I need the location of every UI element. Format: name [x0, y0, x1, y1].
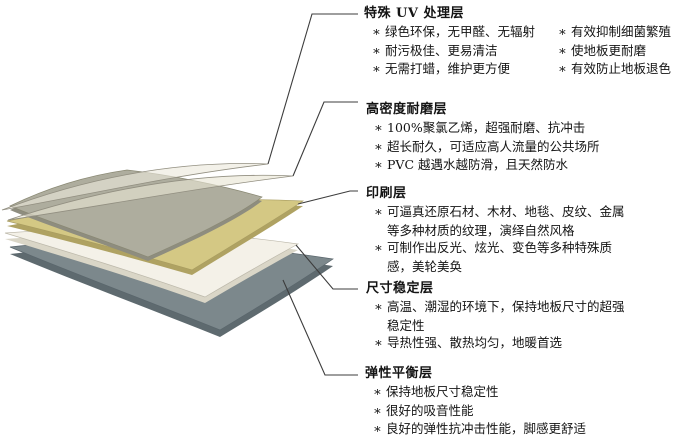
- bullet-text: 等多种材质的纹理，演绎自然风格: [387, 222, 575, 238]
- bullet-item: ∗很好的吸音性能: [373, 402, 586, 421]
- leader-lines: [267, 13, 358, 376]
- star-bullet-icon: ∗: [374, 336, 383, 351]
- section-title: 高密度耐磨层: [366, 102, 448, 117]
- bullet-text: 100%聚氯乙烯，超强耐磨、抗冲击: [387, 120, 586, 135]
- bullet-item: ∗耐污极佳、更易清洁: [372, 42, 558, 61]
- leader-line-uv: [267, 13, 358, 165]
- bullet-text: 绿色环保，无甲醛、无辐射: [385, 24, 536, 39]
- star-bullet-icon: ∗: [558, 43, 567, 59]
- bullet-item: ∗ 无需打蜡，维护更方便: [372, 60, 558, 79]
- star-bullet-icon: ∗: [374, 300, 383, 315]
- leader-line-print: [297, 190, 358, 205]
- bullet-item: ∗超长耐久，可适应高人流量的公共场所: [374, 138, 600, 157]
- star-bullet-icon: ∗: [558, 62, 567, 77]
- star-bullet-icon: ∗: [558, 25, 567, 40]
- bullet-text: 耐污极佳、更易清洁: [385, 42, 498, 58]
- star-bullet-icon: ∗: [372, 25, 381, 40]
- bullet-text: 可制作出反光、炫光、变色等多种特殊质: [387, 240, 613, 255]
- star-bullet-icon: ∗: [374, 241, 383, 256]
- bullet-text: 有效抑制细菌繁殖: [571, 24, 672, 39]
- section-balance-layer: 弹性平衡层 ∗保持地板尺寸稳定性 ∗很好的吸音性能 ∗良好的弹性抗冲击性能，脚感…: [365, 365, 586, 439]
- section-bullets: ∗绿色环保，无甲醛、无辐射 ∗耐污极佳、更易清洁 ∗无需打蜡，维护更方便 ∗有效…: [372, 23, 671, 79]
- bullet-text: 稳定性: [387, 317, 425, 333]
- bullet-item: ∗ 高温、潮湿的环境下，保持地板尺寸的超强: [374, 298, 625, 317]
- bullet-text: 很好的吸音性能: [386, 402, 474, 418]
- bullet-item-continuation: 感，美轮美奂: [374, 258, 625, 276]
- section-title: 特殊 UV 处理层: [364, 6, 464, 21]
- section-bullets: ∗ 高温、潮湿的环境下，保持地板尺寸的超强 稳定性 ∗ 导热性强、散热均匀，地暖首选: [374, 298, 625, 353]
- bullet-item: ∗ 良好的弹性抗冲击性能，脚感更舒适: [373, 420, 586, 439]
- star-bullet-icon: ∗: [374, 121, 383, 136]
- leader-line-stability: [295, 244, 358, 290]
- bullet-item-continuation: 等多种材质的纹理，演绎自然风格: [374, 222, 625, 240]
- section-title: 尺寸稳定层: [366, 281, 434, 296]
- bullet-column-right: ∗有效抑制细菌繁殖 ∗使地板更耐磨 ∗有效防止地板退色: [558, 23, 671, 79]
- bullet-item: ∗ PVC 越遇水越防滑，且天然防水: [374, 156, 600, 175]
- bullet-item: ∗ 保持地板尺寸稳定性: [373, 383, 586, 402]
- bullet-text: 导热性强、散热均匀，地暖首选: [387, 335, 563, 350]
- bullet-item: ∗ 有效防止地板退色: [558, 60, 671, 79]
- star-bullet-icon: ∗: [373, 385, 382, 400]
- bullet-item: ∗ 绿色环保，无甲醛、无辐射: [372, 23, 558, 42]
- bullet-text: 良好的弹性抗冲击性能，脚感更舒适: [386, 421, 587, 436]
- section-title: 印刷层: [366, 186, 407, 201]
- section-print-layer: 印刷层 ∗ 可逼真还原石材、木材、地毯、皮纹、金属 等多种材质的纹理，演绎自然风格…: [366, 185, 625, 275]
- bullet-text: 有效防止地板退色: [571, 61, 672, 76]
- bullet-text: 感，美轮美奂: [387, 258, 463, 274]
- star-bullet-icon: ∗: [374, 139, 383, 155]
- bullet-text: 无需打蜡，维护更方便: [385, 61, 511, 76]
- section-title: 弹性平衡层: [365, 366, 433, 381]
- star-bullet-icon: ∗: [374, 205, 383, 220]
- bullet-column-left: ∗绿色环保，无甲醛、无辐射 ∗耐污极佳、更易清洁 ∗无需打蜡，维护更方便: [372, 23, 558, 79]
- leader-line-balance: [282, 279, 358, 376]
- star-bullet-icon: ∗: [372, 62, 381, 77]
- bullet-text: 保持地板尺寸稳定性: [386, 384, 499, 399]
- section-bullets: ∗100%聚氯乙烯，超强耐磨、抗冲击 ∗超长耐久，可适应高人流量的公共场所 ∗P…: [374, 119, 600, 175]
- section-bullets: ∗保持地板尺寸稳定性 ∗很好的吸音性能 ∗良好的弹性抗冲击性能，脚感更舒适: [373, 383, 586, 439]
- star-bullet-icon: ∗: [372, 43, 381, 59]
- bullet-text: 高温、潮湿的环境下，保持地板尺寸的超强: [387, 299, 625, 314]
- bullet-text: 可逼真还原石材、木材、地毯、皮纹、金属: [387, 204, 625, 219]
- star-bullet-icon: ∗: [373, 403, 382, 419]
- bullet-item: ∗ 可逼真还原石材、木材、地毯、皮纹、金属: [374, 203, 625, 222]
- bullet-item: ∗ 有效抑制细菌繁殖: [558, 23, 671, 42]
- bullet-item: ∗ 100%聚氯乙烯，超强耐磨、抗冲击: [374, 119, 600, 138]
- bullet-item-continuation: 稳定性: [374, 317, 625, 335]
- star-bullet-icon: ∗: [373, 422, 382, 437]
- wear-layer: [7, 174, 294, 221]
- bullet-item: ∗使地板更耐磨: [558, 42, 671, 61]
- section-stability-layer: 尺寸稳定层 ∗ 高温、潮湿的环境下，保持地板尺寸的超强 稳定性 ∗ 导热性强、散热均…: [366, 280, 625, 353]
- bullet-item: ∗ 可制作出反光、炫光、变色等多种特殊质: [374, 239, 625, 258]
- bullet-text: 使地板更耐磨: [571, 42, 647, 58]
- section-wear-layer: 高密度耐磨层 ∗100%聚氯乙烯，超强耐磨、抗冲击 ∗超长耐久，可适应高人流量的…: [366, 101, 600, 175]
- bullet-text: 超长耐久，可适应高人流量的公共场所: [387, 138, 600, 154]
- star-bullet-icon: ∗: [374, 158, 383, 173]
- leader-line-wear: [292, 101, 358, 177]
- section-bullets: ∗ 可逼真还原石材、木材、地毯、皮纹、金属 等多种材质的纹理，演绎自然风格 ∗ 可制…: [374, 203, 625, 275]
- bullet-item: ∗ 导热性强、散热均匀，地暖首选: [374, 334, 625, 353]
- bullet-text: PVC 越遇水越防滑，且天然防水: [387, 157, 568, 172]
- section-uv-layer: 特殊 UV 处理层 ∗绿色环保，无甲醛、无辐射 ∗耐污极佳、更易清洁 ∗无需打蜡…: [364, 5, 671, 79]
